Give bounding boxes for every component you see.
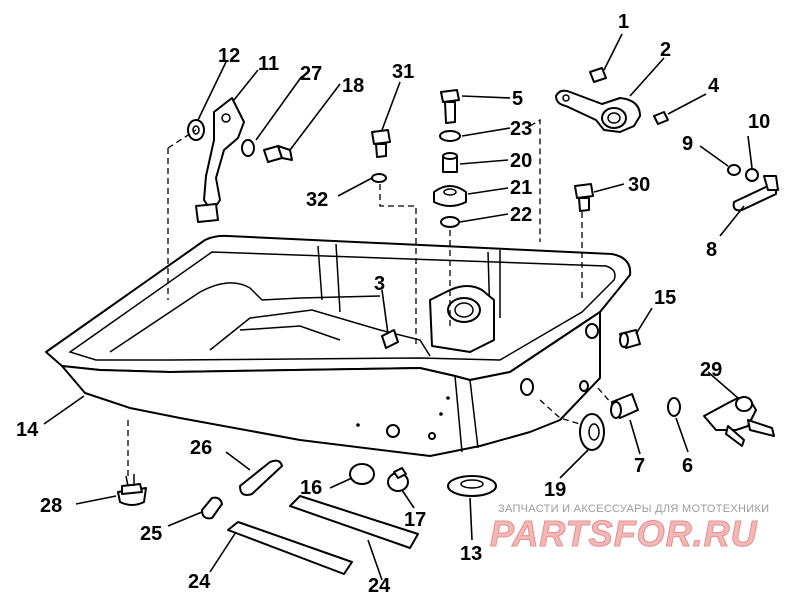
callout-25: 25 [140,523,162,545]
watermark-logo: PARTSFOR.RU [490,513,758,554]
watermark-tagline: ЗАПЧАСТИ И АКСЕССУАРЫ ДЛЯ МОТОТЕХНИКИ [498,503,769,515]
top-fasteners [371,89,594,228]
alignment-lines [127,118,613,478]
bracket-assembly [555,67,779,212]
callout-31: 31 [392,61,414,83]
callout-23: 23 [510,118,532,140]
callout-21: 21 [510,177,532,199]
callout-16: 16 [300,477,322,499]
callout-1: 1 [618,11,629,33]
callout-19: 19 [544,479,566,501]
callout-8: 8 [706,239,717,261]
callout-32: 32 [306,189,328,211]
callout-11: 11 [258,53,279,75]
callout-5: 5 [512,88,523,110]
callout-24-left: 24 [188,571,211,593]
callout-7: 7 [634,455,645,477]
callout-20: 20 [510,150,532,172]
leader-lines [43,33,753,581]
callout-28: 28 [40,495,62,517]
callout-10: 10 [748,111,770,133]
lower-cover-pan [45,234,632,457]
callout-9: 9 [682,133,693,155]
callout-labels: 1 2 4 10 9 8 5 23 20 21 22 30 31 32 18 2… [16,11,770,596]
bottom-parts [117,459,497,575]
callout-30: 30 [628,174,650,196]
callout-4: 4 [708,75,720,97]
callout-24-right: 24 [368,575,391,596]
callout-26: 26 [190,437,212,459]
callout-13: 13 [460,543,482,565]
callout-3: 3 [374,273,385,295]
callout-15: 15 [654,287,676,309]
fuel-connector-parts [579,329,775,451]
callout-2: 2 [660,39,671,61]
callout-29: 29 [700,359,722,381]
callout-6: 6 [682,455,693,477]
callout-27: 27 [300,63,322,85]
callout-22: 22 [510,204,532,226]
callout-12: 12 [218,45,240,67]
callout-17: 17 [404,509,426,531]
callout-18: 18 [342,75,364,97]
choke-lever-assembly [187,97,293,223]
callout-14: 14 [16,419,39,441]
watermark: ЗАПЧАСТИ И АКСЕССУАРЫ ДЛЯ МОТОТЕХНИКИ PA… [490,503,770,555]
